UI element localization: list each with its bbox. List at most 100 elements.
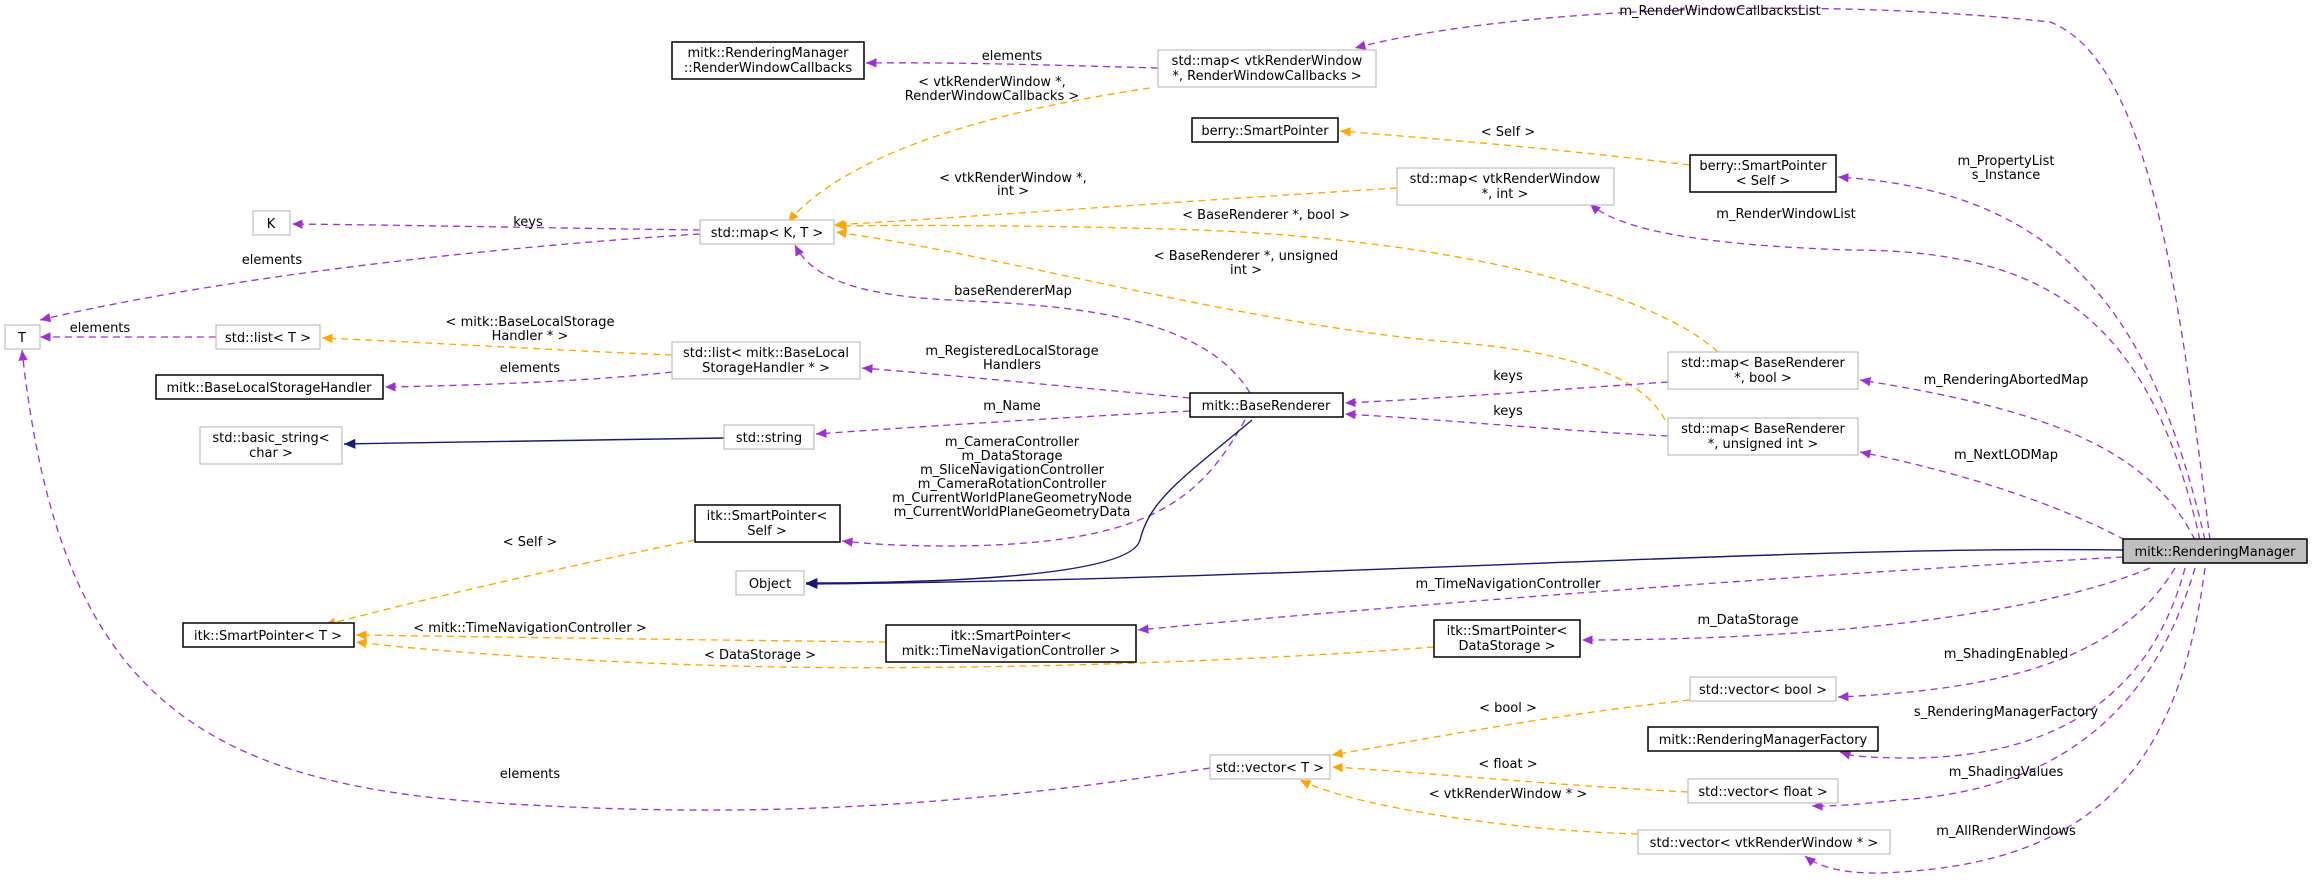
label-m-camera-group-4: m_CameraRotationController <box>918 477 1107 492</box>
label-m-camera-group-5: m_CurrentWorldPlaneGeometryNode <box>892 491 1132 506</box>
label-bool-args: < bool > <box>1479 701 1537 716</box>
edge-tnc-args <box>355 630 887 643</box>
edge-keys-k <box>291 219 701 231</box>
label-m-name: m_Name <box>983 399 1041 414</box>
edge-string-inherit <box>343 437 725 449</box>
label-m-property-list-1: m_PropertyList <box>1958 154 2055 169</box>
node-itk-smartpointer-t[interactable]: itk::SmartPointer< T > <box>182 622 355 648</box>
label-base-uint-args-1: < BaseRenderer *, unsigned <box>1154 249 1339 264</box>
label-m-camera-group-1: m_CameraController <box>945 435 1080 450</box>
node-list-t[interactable]: std::list< T > <box>215 324 321 350</box>
label-m-camera-group-2: m_DataStorage <box>961 449 1062 464</box>
svg-text:T: T <box>17 331 26 346</box>
node-map-vtk-callbacks[interactable]: std::map< vtkRenderWindow *, RenderWindo… <box>1157 49 1377 88</box>
edge-m-shading-enabled <box>1837 567 2176 702</box>
node-map-vtk-int[interactable]: std::map< vtkRenderWindow *, int > <box>1396 167 1615 206</box>
label-base-local-args-2: Handler * > <box>492 329 569 344</box>
node-vector-bool[interactable]: std::vector< bool > <box>1689 676 1837 702</box>
label-data-storage-args: < DataStorage > <box>704 648 816 663</box>
node-base-renderer[interactable]: mitk::BaseRenderer <box>1189 392 1344 418</box>
node-rendering-manager[interactable]: mitk::RenderingManager <box>2122 538 2308 564</box>
node-map-k-t[interactable]: std::map< K, T > <box>699 219 835 245</box>
node-k[interactable]: K <box>252 210 291 236</box>
label-base-local-args-1: < mitk::BaseLocalStorage <box>446 315 615 330</box>
edge-elements-local <box>384 371 673 392</box>
edge-m-shading-values <box>1811 567 2196 811</box>
label-m-time-navigation-controller: m_TimeNavigationController <box>1415 577 1601 592</box>
svg-text:*, bool >: *, bool > <box>1734 371 1792 386</box>
svg-text:std::map< vtkRenderWindow: std::map< vtkRenderWindow <box>1172 54 1363 69</box>
label-vtk-int-args-2: int > <box>997 184 1029 199</box>
svg-text:*, unsigned int >: *, unsigned int > <box>1708 437 1818 452</box>
edge-rendering-manager-inherit <box>805 548 2124 589</box>
edge-base-bool-args <box>835 221 1719 353</box>
node-berry-smartpointer-self[interactable]: berry::SmartPointer < Self > <box>1689 154 1837 193</box>
svg-text:std::vector< vtkRenderWindow *: std::vector< vtkRenderWindow * > <box>1650 836 1879 851</box>
label-m-render-window-callbacks-list: m_RenderWindowCallbacksList <box>1619 4 1820 19</box>
svg-text:StorageHandler * >: StorageHandler * > <box>702 361 830 376</box>
node-berry-smartpointer[interactable]: berry::SmartPointer <box>1191 117 1339 143</box>
edge-m-property-list <box>1837 172 2206 541</box>
label-m-registered-local-1: m_RegisteredLocalStorage <box>925 344 1098 359</box>
edge-m-render-window-callbacks-list <box>1354 7 2211 541</box>
edge-vtk-int-args <box>833 187 1398 230</box>
label-elements-map-t: elements <box>242 253 303 268</box>
svg-text:K: K <box>267 217 276 232</box>
node-map-base-uint[interactable]: std::map< BaseRenderer *, unsigned int > <box>1667 417 1859 456</box>
node-vector-t[interactable]: std::vector< T > <box>1209 754 1331 780</box>
svg-text:std::map< BaseRenderer: std::map< BaseRenderer <box>1681 422 1845 437</box>
edge-m-next-lod-map <box>1859 449 2126 541</box>
node-map-base-bool[interactable]: std::map< BaseRenderer *, bool > <box>1667 351 1859 390</box>
label-m-render-window-list: m_RenderWindowList <box>1716 207 1855 222</box>
label-vtk-callbacks-args-2: RenderWindowCallbacks > <box>905 89 1080 104</box>
svg-text:Object: Object <box>749 577 791 592</box>
edge-m-render-window-list <box>1589 203 2201 541</box>
edge-base-renderer-map <box>794 244 1251 394</box>
edge-elements-callbacks <box>865 58 1159 69</box>
svg-text:berry::SmartPointer: berry::SmartPointer <box>1201 124 1329 139</box>
label-vtk-int-args-1: < vtkRenderWindow *, <box>939 171 1087 186</box>
edge-elements-map-t <box>39 233 701 323</box>
node-base-local-storage-handler[interactable]: mitk::BaseLocalStorageHandler <box>155 374 384 400</box>
node-render-window-callbacks[interactable]: mitk::RenderingManager ::RenderWindowCal… <box>671 41 865 80</box>
node-object[interactable]: Object <box>735 570 805 596</box>
edge-s-rendering-manager-factory <box>1839 567 2186 760</box>
node-list-base-local[interactable]: std::list< mitk::BaseLocal StorageHandle… <box>671 341 861 380</box>
edge-keys-bool <box>1344 381 1669 408</box>
node-rendering-manager-factory[interactable]: mitk::RenderingManagerFactory <box>1647 726 1879 752</box>
node-vector-float[interactable]: std::vector< float > <box>1687 778 1839 804</box>
label-m-property-list-2: s_Instance <box>1972 168 2041 183</box>
label-elements-local: elements <box>500 361 561 376</box>
node-itk-smartpointer-ds[interactable]: itk::SmartPointer< DataStorage > <box>1433 619 1581 658</box>
edge-m-data-storage <box>1581 567 2151 645</box>
node-vector-vtk[interactable]: std::vector< vtkRenderWindow * > <box>1637 829 1891 855</box>
label-elements-vector: elements <box>500 767 561 782</box>
node-t[interactable]: T <box>4 324 41 350</box>
node-basic-string[interactable]: std::basic_string< char > <box>199 426 343 465</box>
edge-data-storage-args <box>355 638 1435 669</box>
node-std-string[interactable]: std::string <box>723 424 815 450</box>
label-self-itk: < Self > <box>503 535 558 550</box>
label-m-camera-group-6: m_CurrentWorldPlaneGeometryData <box>894 505 1131 520</box>
edge-vtk-callbacks-args <box>787 87 1151 223</box>
svg-text:mitk::BaseLocalStorageHandler: mitk::BaseLocalStorageHandler <box>166 381 372 396</box>
svg-text:std::vector< bool >: std::vector< bool > <box>1699 683 1827 698</box>
label-keys-bool: keys <box>1493 369 1523 384</box>
svg-text:mitk::RenderingManagerFactory: mitk::RenderingManagerFactory <box>1659 733 1868 748</box>
svg-text:DataStorage >: DataStorage > <box>1459 639 1556 654</box>
label-m-shading-enabled: m_ShadingEnabled <box>1944 647 2069 662</box>
node-itk-smartpointer-self[interactable]: itk::SmartPointer< Self > <box>694 504 841 543</box>
svg-text:*, RenderWindowCallbacks >: *, RenderWindowCallbacks > <box>1172 69 1361 84</box>
label-vtk-window-args: < vtkRenderWindow * > <box>1429 787 1588 802</box>
svg-text:itk::SmartPointer< T >: itk::SmartPointer< T > <box>194 629 342 644</box>
label-m-next-lod-map: m_NextLODMap <box>1954 448 2058 463</box>
edge-self-itk <box>324 539 696 627</box>
svg-text:::RenderWindowCallbacks: ::RenderWindowCallbacks <box>684 61 852 76</box>
svg-text:std::string: std::string <box>736 431 802 446</box>
edge-vtk-window-args <box>1299 779 1639 835</box>
svg-text:mitk::BaseRenderer: mitk::BaseRenderer <box>1202 399 1331 414</box>
node-itk-smartpointer-tnc[interactable]: itk::SmartPointer< mitk::TimeNavigationC… <box>885 624 1137 663</box>
label-base-uint-args-2: int > <box>1230 263 1262 278</box>
label-base-bool-args: < BaseRenderer *, bool > <box>1182 208 1350 223</box>
label-elements-callbacks: elements <box>982 49 1043 64</box>
